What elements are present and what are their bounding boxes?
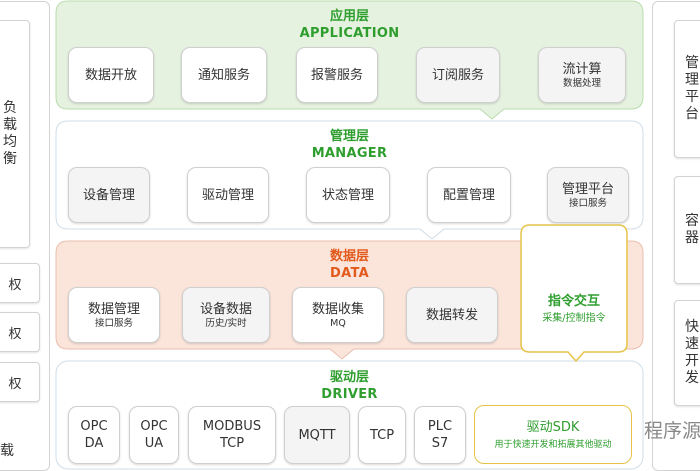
command-title: 指令交互 [547, 294, 600, 309]
card-data-forward-label: 数据转发 [425, 307, 478, 323]
data-subtitle: DATA [330, 266, 369, 281]
application-title: 应用层 [329, 9, 369, 24]
card-plc-s7-label: PLC S7 [427, 419, 453, 451]
card-opc-ua-label: OPC UA [140, 419, 168, 451]
card-config-manage: 配置管理 [427, 167, 511, 223]
card-data-manage-sub: 接口服务 [94, 317, 133, 329]
card-subscribe-service-label: 订阅服务 [431, 67, 484, 83]
card-plc-s7: PLC S7 [414, 406, 466, 464]
left-item-2: 权 [0, 312, 40, 352]
card-device-data: 设备数据 历史/实时 [182, 287, 270, 343]
card-stream-compute: 流计算 数据处理 [538, 47, 626, 103]
card-status-manage-label: 状态管理 [321, 187, 374, 203]
card-data-forward: 数据转发 [406, 287, 498, 343]
card-device-manage: 设备管理 [68, 167, 150, 223]
card-manage-platform-label: 管理平台 [561, 181, 614, 197]
card-data-manage: 数据管理 接口服务 [68, 287, 160, 343]
card-driver-manage: 驱动管理 [187, 167, 269, 223]
card-alarm-service-label: 报警服务 [310, 67, 363, 83]
command-box-shape [520, 224, 628, 363]
driver-title: 驱动层 [329, 370, 369, 385]
right-bottom-box: 快速开发 [674, 300, 700, 406]
load-balance-label: 负载均衡 [3, 100, 17, 167]
card-mqtt-label: MQTT [298, 427, 336, 443]
card-data-collect-sub: MQ [330, 317, 346, 329]
right-mid-box: 容器 [674, 176, 700, 284]
left-item-1: 权 [0, 263, 40, 303]
card-device-manage-label: 设备管理 [82, 187, 135, 203]
card-config-manage-label: 配置管理 [442, 187, 495, 203]
card-modbus-tcp: MODBUS TCP [188, 406, 276, 464]
card-status-manage: 状态管理 [306, 167, 390, 223]
card-opc-da: OPC DA [68, 406, 120, 464]
card-data-collect-label: 数据收集 [311, 301, 364, 317]
application-subtitle: APPLICATION [299, 26, 400, 41]
command-sub: 采集/控制指令 [542, 313, 606, 324]
card-data-collect: 数据收集 MQ [292, 287, 384, 343]
sdk-box: 驱动SDK 用于快速开发和拓展其他驱动 [474, 405, 632, 464]
card-tcp: TCP [358, 406, 406, 464]
card-data-open: 数据开放 [68, 47, 154, 103]
right-top-box: 管理平台 [674, 20, 700, 158]
card-mqtt: MQTT [284, 406, 350, 464]
right-top-label: 管理平台 [685, 55, 699, 122]
card-opc-ua: OPC UA [129, 406, 179, 464]
left-item-2-label: 权 [8, 326, 22, 342]
sdk-sub: 用于快速开发和拓展其他驱动 [494, 440, 612, 450]
left-bottom-label: 载 [0, 443, 14, 459]
manager-subtitle: MANAGER [311, 146, 388, 161]
watermark-text: 程序源 [644, 419, 700, 442]
card-data-open-label: 数据开放 [84, 67, 137, 83]
card-stream-compute-label: 流计算 [562, 61, 602, 77]
card-alarm-service: 报警服务 [296, 47, 378, 103]
card-device-data-sub: 历史/实时 [205, 317, 247, 329]
card-stream-compute-sub: 数据处理 [562, 77, 601, 89]
card-data-manage-label: 数据管理 [87, 301, 140, 317]
data-title: 数据层 [329, 249, 369, 264]
card-driver-manage-label: 驱动管理 [201, 187, 254, 203]
card-subscribe-service: 订阅服务 [416, 47, 500, 103]
sdk-title: 驱动SDK [526, 420, 580, 435]
card-notify-service-label: 通知服务 [197, 67, 250, 83]
right-mid-label: 容器 [685, 213, 699, 246]
manager-title: 管理层 [329, 129, 369, 144]
card-notify-service: 通知服务 [181, 47, 267, 103]
left-item-1-label: 权 [8, 277, 22, 293]
card-tcp-label: TCP [369, 427, 395, 443]
card-manage-platform: 管理平台 接口服务 [547, 167, 629, 223]
driver-subtitle: DRIVER [321, 387, 378, 402]
card-manage-platform-sub: 接口服务 [568, 197, 607, 209]
card-modbus-tcp-label: MODBUS TCP [202, 419, 262, 451]
right-bottom-label: 快速开发 [685, 319, 699, 386]
left-item-3-label: 权 [8, 376, 22, 392]
card-opc-da-label: OPC DA [80, 419, 108, 451]
left-item-3: 权 [0, 362, 40, 402]
load-balance-box: 负载均衡 [0, 20, 30, 248]
card-device-data-label: 设备数据 [199, 301, 252, 317]
command-box: 指令交互 采集/控制指令 [520, 224, 628, 364]
